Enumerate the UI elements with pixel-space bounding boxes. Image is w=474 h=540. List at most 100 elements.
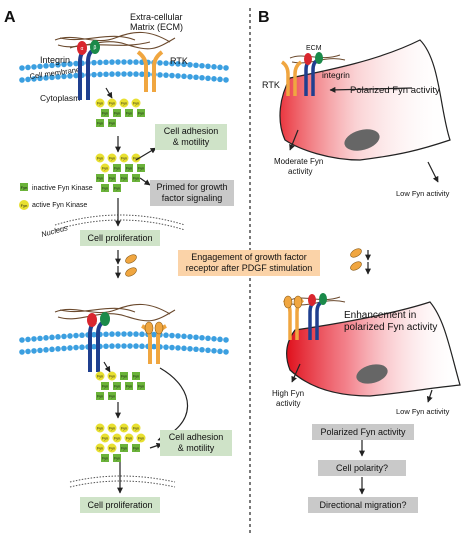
cell-bottom	[285, 301, 461, 397]
fyn-label: Fyn	[97, 447, 103, 451]
membrane-bead	[55, 62, 61, 68]
svg-text:Fyn: Fyn	[21, 185, 28, 190]
primed-text: Primed for growth factor signaling	[156, 182, 228, 203]
fyn-label: Fyn	[109, 375, 115, 379]
membrane-bead	[163, 332, 169, 338]
membrane-bead	[187, 73, 193, 80]
membrane-bead	[61, 73, 67, 80]
fyn-inactive	[120, 444, 128, 452]
membrane-bead	[49, 62, 55, 69]
membrane-bead	[133, 59, 139, 65]
membrane-bead	[19, 337, 25, 343]
rtk-b-bottom	[282, 295, 305, 340]
membrane-bead	[217, 76, 223, 83]
membrane-bead	[175, 345, 181, 351]
membrane-bead	[103, 59, 109, 66]
membrane-bead	[103, 331, 109, 338]
fyn-label: Fyn	[133, 102, 139, 106]
membrane-bead	[37, 347, 43, 354]
fyn-label: Fyn	[133, 375, 139, 379]
fyn-label: Fyn	[97, 375, 103, 379]
polarized-label-b: Polarized Fyn activity	[350, 85, 440, 96]
fyn-label: Fyn	[102, 167, 108, 171]
proliferation-text-top: Cell proliferation	[87, 232, 153, 243]
membrane-bead	[31, 348, 37, 354]
membrane-bead	[127, 331, 133, 337]
fyn-inactive	[113, 184, 121, 192]
fyn-legend: Fyn inactive Fyn Kinase Fyn active Fyn K…	[19, 183, 93, 210]
membrane-bead	[79, 344, 85, 351]
membrane-bead	[67, 73, 73, 79]
membrane-bead	[193, 346, 199, 353]
fyn-label: Fyn	[109, 122, 115, 126]
membrane-bead	[61, 61, 67, 68]
membrane-bead	[193, 74, 199, 81]
ecm-fibers-bottom	[54, 303, 176, 322]
rtk-bottom-active	[141, 321, 167, 364]
membrane-bead	[121, 71, 127, 77]
membrane-bead	[163, 344, 169, 350]
fyn-label: Fyn	[102, 457, 108, 461]
fyn-inactive	[101, 454, 109, 462]
fyn-active	[112, 433, 122, 443]
fyn-label: Fyn	[102, 187, 108, 191]
membrane-bead	[121, 59, 127, 65]
fyn-label: Fyn	[138, 385, 144, 389]
membrane-bead	[43, 347, 49, 353]
cell-membrane-top	[19, 59, 229, 83]
membrane-bead	[37, 63, 43, 70]
fyn-label: Fyn	[133, 427, 139, 431]
membrane-bead	[163, 60, 169, 66]
membrane-bead	[139, 343, 145, 350]
membrane-bead	[67, 345, 73, 351]
membrane-bead	[205, 75, 211, 82]
fyn-inactive	[120, 174, 128, 182]
fyn-active	[119, 423, 129, 433]
membrane-bead	[121, 331, 127, 337]
fyn-inactive	[137, 109, 145, 117]
membrane-bead	[103, 343, 109, 350]
fyn-active	[95, 98, 105, 108]
fyn-label: Fyn	[97, 122, 103, 126]
fyn-active	[107, 153, 117, 163]
membrane-bead	[187, 61, 193, 68]
membrane-bead	[151, 331, 157, 338]
fyn-label: Fyn	[102, 112, 108, 116]
membrane-bead	[103, 71, 109, 78]
fyn-label: Fyn	[121, 427, 127, 431]
fyn-label: Fyn	[114, 112, 120, 116]
membrane-bead	[169, 60, 175, 67]
membrane-bead	[73, 60, 79, 67]
membrane-bead	[49, 334, 55, 341]
legend-active-label: active Fyn Kinase	[32, 202, 87, 209]
membrane-bead	[169, 344, 175, 351]
membrane-bead	[139, 71, 145, 78]
flow-text-1: Polarized Fyn activity	[320, 426, 406, 437]
membrane-bead	[151, 343, 157, 350]
proliferation-box-bottom: Cell proliferation	[80, 497, 160, 513]
fyn-inactive	[137, 382, 145, 390]
membrane-bead	[193, 62, 199, 69]
integrin-label-top: Integrin	[40, 55, 70, 65]
membrane-bead	[211, 336, 217, 342]
fyn-label: Fyn	[121, 447, 127, 451]
cell-top	[279, 39, 451, 161]
fyn-label: Fyn	[97, 395, 103, 399]
membrane-bead	[49, 74, 55, 81]
fyn-active	[124, 433, 134, 443]
membrane-bead	[205, 347, 211, 354]
membrane-bead	[31, 64, 37, 70]
fyn-label: Fyn	[133, 447, 139, 451]
fyn-label: Fyn	[114, 457, 120, 461]
fyn-label: Fyn	[97, 427, 103, 431]
membrane-bead	[127, 59, 133, 65]
ecm-label-b: ECM	[306, 45, 322, 52]
fyn-label: Fyn	[133, 157, 139, 161]
membrane-bead	[73, 332, 79, 339]
membrane-bead	[181, 333, 187, 340]
fyn-label: Fyn	[121, 102, 127, 106]
